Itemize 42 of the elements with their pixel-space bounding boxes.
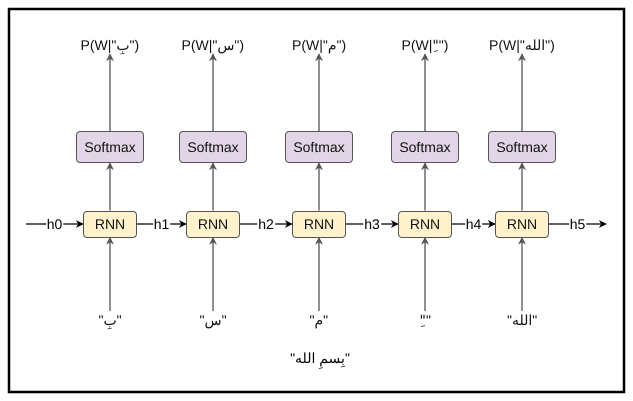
edge-label: h1 — [152, 216, 170, 232]
softmax-box: Softmax — [391, 131, 459, 163]
edge-label: h5 — [568, 216, 586, 232]
edge-label: h0 — [46, 216, 64, 232]
arrow — [421, 236, 429, 311]
arrow — [421, 53, 429, 131]
arrow — [315, 53, 323, 131]
softmax-box: Softmax — [488, 131, 556, 163]
rnn-box: RNN — [495, 210, 549, 238]
rnn-box: RNN — [186, 210, 240, 238]
softmax-box: Softmax — [179, 131, 247, 163]
arrow — [518, 162, 526, 210]
output-label: P(W|"بِ") — [80, 36, 140, 54]
edge-label: h4 — [464, 216, 482, 232]
softmax-box: Softmax — [285, 131, 353, 163]
output-label: P(W|"ِ") — [402, 36, 448, 54]
input-label: "الله" — [507, 311, 538, 329]
input-label: "بِ" — [98, 311, 122, 329]
arrow — [518, 236, 526, 311]
arrow — [106, 162, 114, 210]
softmax-box: Softmax — [76, 131, 144, 163]
input-label: "م" — [310, 311, 328, 329]
arrow — [315, 236, 323, 311]
input-label: "س" — [200, 311, 227, 329]
output-label: P(W|"الله") — [489, 36, 555, 54]
arrow — [106, 53, 114, 131]
arrow — [209, 53, 217, 131]
arrow — [26, 220, 84, 228]
arrow — [315, 162, 323, 210]
arrow — [209, 236, 217, 311]
rnn-box: RNN — [292, 210, 346, 238]
rnn-box: RNN — [398, 210, 452, 238]
rnn-box: RNN — [83, 210, 137, 238]
arrow — [209, 162, 217, 210]
output-label: P(W|"م") — [292, 36, 346, 54]
arrow — [518, 53, 526, 131]
edge-label: h3 — [363, 216, 381, 232]
arrow — [421, 162, 429, 210]
arrow — [106, 236, 114, 311]
output-label: P(W|"س") — [182, 36, 244, 54]
input-label: "ِ" — [420, 311, 431, 329]
edge-label: h2 — [257, 216, 275, 232]
